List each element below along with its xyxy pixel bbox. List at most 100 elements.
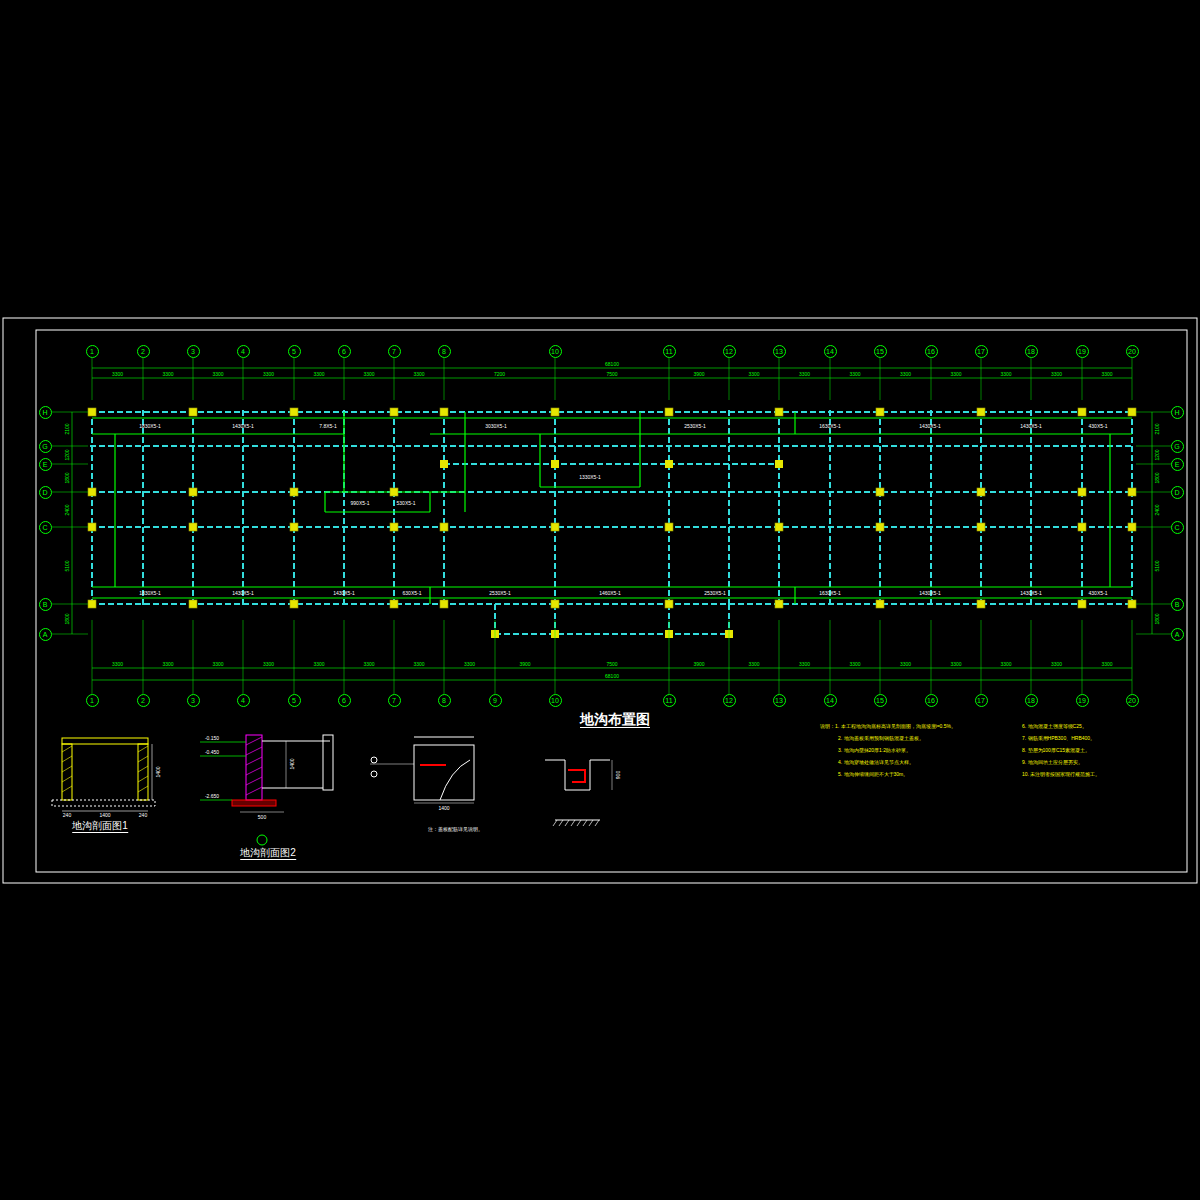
dimension: 2400 bbox=[65, 504, 70, 515]
axis-bubble: 7 bbox=[388, 345, 401, 358]
trench-tag: 2530X5-1 bbox=[704, 591, 726, 596]
note-text: 3. 地沟内壁抹20厚1:2防水砂浆。 bbox=[838, 748, 911, 753]
extension-line bbox=[1136, 492, 1171, 493]
dim-line bbox=[1152, 412, 1153, 634]
dimension: 3300 bbox=[162, 372, 173, 377]
extension-line bbox=[1132, 358, 1133, 400]
axis-bubble: 2 bbox=[137, 694, 150, 707]
axis-number: 17 bbox=[977, 348, 985, 355]
dim-line bbox=[612, 760, 613, 790]
axis-number: 14 bbox=[826, 697, 834, 704]
section-dimension: 240 bbox=[139, 813, 147, 818]
column bbox=[775, 523, 783, 531]
trench-wall bbox=[540, 486, 640, 487]
axis-bubble: 17 bbox=[975, 694, 988, 707]
dimension: 3900 bbox=[693, 662, 704, 667]
wall bbox=[138, 744, 148, 800]
section-dimension: -0.450 bbox=[205, 750, 219, 755]
axis-bubble: 10 bbox=[549, 345, 562, 358]
dimension: 1200 bbox=[1155, 449, 1160, 460]
note-text: 5. 地沟伸缩缝间距不大于30m。 bbox=[838, 772, 908, 777]
trench-tag: 1830X5-1 bbox=[139, 591, 161, 596]
axis-bubble: 7 bbox=[388, 694, 401, 707]
axis-number: 11 bbox=[665, 348, 672, 355]
column bbox=[977, 600, 985, 608]
extension-line bbox=[931, 358, 932, 400]
column bbox=[440, 408, 448, 416]
axis-number: 10 bbox=[551, 697, 559, 704]
trench-tag: 1830X5-1 bbox=[139, 424, 161, 429]
column bbox=[390, 488, 398, 496]
column bbox=[876, 488, 884, 496]
note-text: 10. 未注明者按国家现行规范施工。 bbox=[1022, 772, 1100, 777]
column bbox=[189, 408, 197, 416]
extension-line bbox=[1136, 634, 1171, 635]
trench-tag: 630X5-1 bbox=[403, 591, 422, 596]
detail-outline bbox=[545, 760, 610, 790]
dimension: 3300 bbox=[799, 372, 810, 377]
axis-number: 6 bbox=[342, 348, 346, 355]
extension-line bbox=[931, 620, 932, 694]
extension-line bbox=[555, 358, 556, 400]
cover-line bbox=[414, 737, 474, 738]
axis-number: E bbox=[43, 461, 48, 468]
axis-bubble: 19 bbox=[1076, 694, 1089, 707]
column bbox=[88, 600, 96, 608]
dim-line bbox=[152, 744, 153, 800]
axis-bubble: G bbox=[39, 440, 52, 453]
note-text: 2. 地沟盖板采用预制钢筋混凝土盖板。 bbox=[838, 736, 924, 741]
extension-line bbox=[669, 358, 670, 400]
axis-bubble: 14 bbox=[824, 694, 837, 707]
dimension: 7500 bbox=[606, 662, 617, 667]
axis-grid-line bbox=[242, 410, 244, 606]
section-dimension: 1400 bbox=[290, 758, 295, 769]
axis-bubble: 11 bbox=[663, 694, 676, 707]
axis-number: 13 bbox=[775, 348, 783, 355]
extension-line bbox=[1132, 620, 1133, 694]
dimension: 3300 bbox=[162, 662, 173, 667]
dim-line bbox=[286, 741, 287, 788]
axis-bubble: 3 bbox=[187, 694, 200, 707]
extension-line bbox=[669, 620, 670, 694]
axis-bubble: 20 bbox=[1126, 694, 1139, 707]
extension-line bbox=[1082, 620, 1083, 694]
dimension: 3300 bbox=[950, 372, 961, 377]
axis-number: 11 bbox=[665, 697, 672, 704]
dimension: 3300 bbox=[799, 662, 810, 667]
trench-tag: 1430X5-1 bbox=[919, 591, 941, 596]
extension-line bbox=[555, 620, 556, 694]
extension-line bbox=[243, 358, 244, 400]
dimension: 3300 bbox=[1000, 662, 1011, 667]
trench-wall bbox=[92, 586, 1132, 587]
trench-tag: 1330X5-1 bbox=[579, 475, 601, 480]
detail-3 bbox=[370, 737, 474, 803]
cover-line bbox=[262, 741, 330, 742]
extension-line bbox=[52, 604, 88, 605]
axis-bubble: C bbox=[39, 521, 52, 534]
extension-line bbox=[1136, 527, 1171, 528]
extension-line bbox=[143, 358, 144, 400]
sheet-border bbox=[3, 318, 1197, 883]
dimension: 3300 bbox=[413, 662, 424, 667]
axis-grid-line bbox=[1081, 410, 1083, 606]
marker bbox=[371, 757, 377, 763]
axis-bubble: 12 bbox=[723, 694, 736, 707]
trench-wall bbox=[539, 434, 540, 487]
axis-number: C bbox=[1174, 524, 1179, 531]
dim-line bbox=[92, 368, 1132, 369]
column bbox=[665, 600, 673, 608]
axis-bubble: 8 bbox=[438, 694, 451, 707]
axis-bubble: 5 bbox=[288, 694, 301, 707]
extension-line bbox=[444, 620, 445, 694]
trench-wall bbox=[92, 417, 1132, 418]
extension-line bbox=[394, 358, 395, 400]
axis-number: B bbox=[43, 601, 48, 608]
dim-line bbox=[92, 378, 1132, 379]
axis-bubble: 1 bbox=[86, 345, 99, 358]
axis-number: 16 bbox=[927, 697, 935, 704]
extension-line bbox=[444, 358, 445, 400]
axis-number: 4 bbox=[241, 697, 245, 704]
axis-grid-line bbox=[879, 410, 881, 606]
axis-number: 20 bbox=[1128, 348, 1136, 355]
column bbox=[390, 600, 398, 608]
